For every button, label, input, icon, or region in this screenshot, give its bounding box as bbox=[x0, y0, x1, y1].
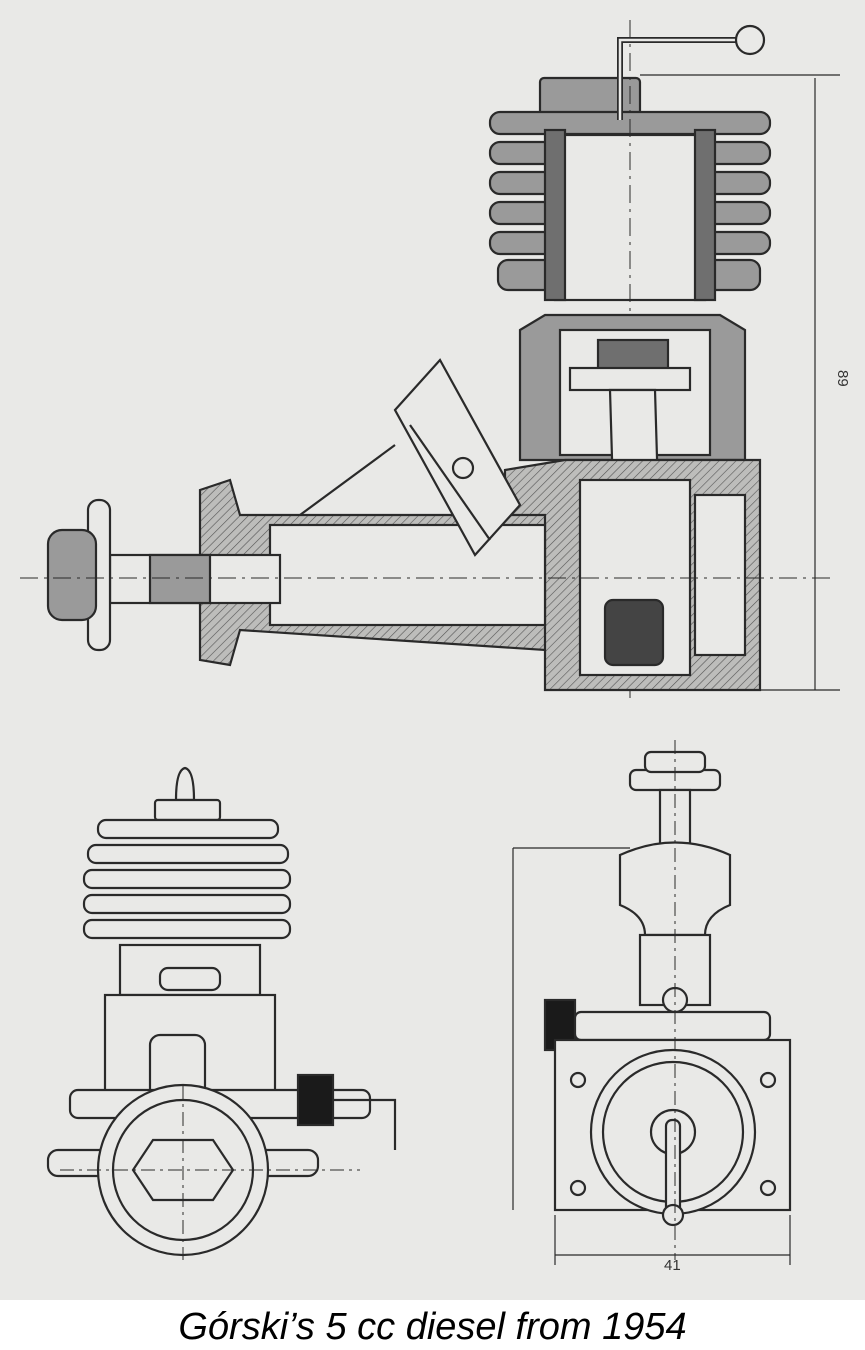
crank-disc bbox=[603, 598, 665, 667]
needle-hole bbox=[451, 456, 475, 480]
drawing-sheet: 89 bbox=[0, 0, 865, 1300]
figure-caption: Górski’s 5 cc diesel from 1954 bbox=[178, 1306, 687, 1348]
engine-technical-drawing: 89 bbox=[20, 20, 851, 1274]
glow-fitting bbox=[174, 766, 196, 802]
rear-view bbox=[512, 740, 792, 1265]
width-dimension-label: 41 bbox=[664, 1257, 681, 1274]
needle-knob bbox=[296, 1073, 335, 1127]
prop-driver bbox=[46, 498, 112, 652]
front-view bbox=[46, 766, 397, 1260]
intake-tube bbox=[393, 358, 522, 557]
compression-screw bbox=[617, 24, 766, 120]
piston bbox=[596, 338, 670, 372]
height-dimension-label: 89 bbox=[834, 370, 851, 387]
section-view bbox=[20, 20, 840, 700]
